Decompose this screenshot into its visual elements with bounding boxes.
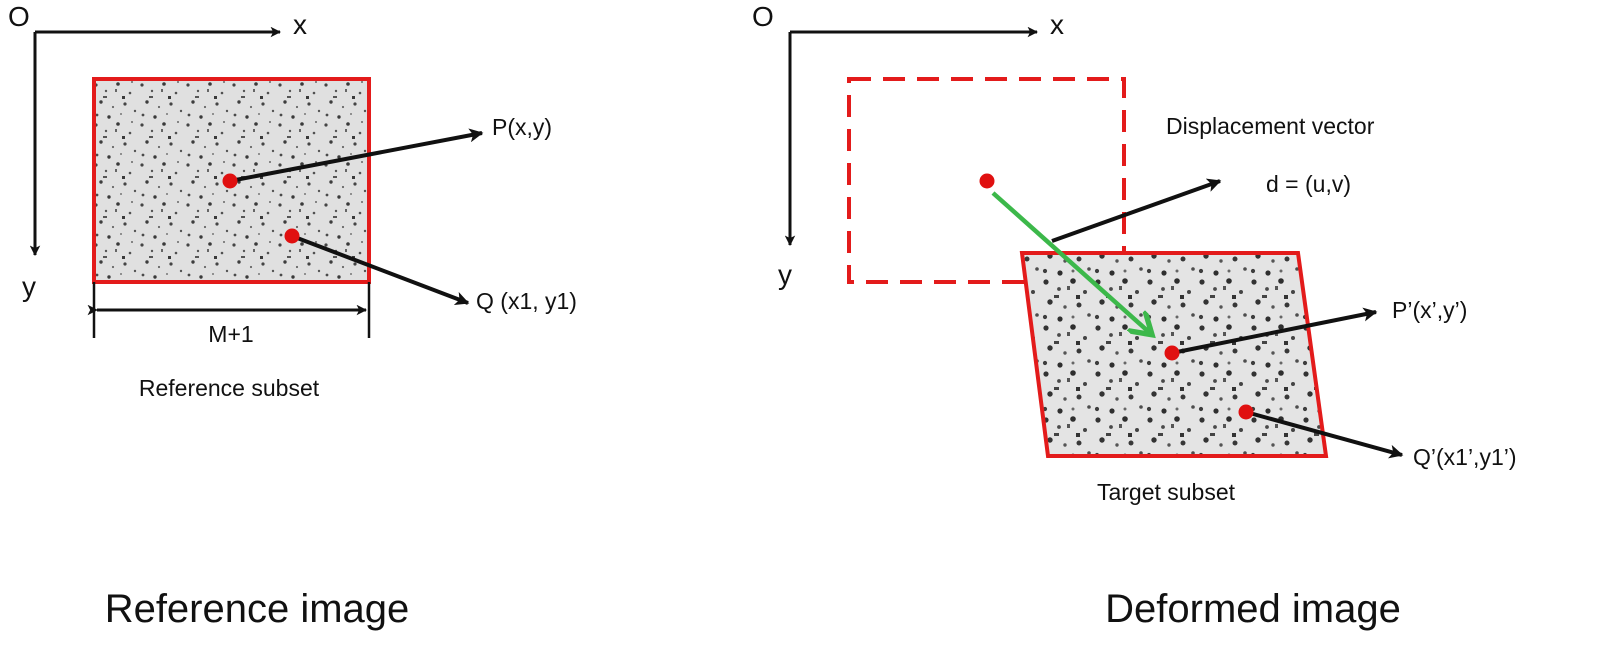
right-origin-label: O (752, 1, 774, 32)
point-q-prime-arrow (1245, 410, 1404, 459)
point-q-prime-label: Q’(x1’,y1’) (1413, 444, 1517, 470)
deformed-image-caption: Deformed image (1105, 587, 1401, 631)
displacement-vector (991, 191, 1150, 333)
left-origin-label: O (8, 1, 30, 32)
point-q-prime (1238, 404, 1254, 420)
reference-image-caption: Reference image (105, 587, 410, 631)
displacement-label-arrow (1051, 178, 1222, 243)
original-point-p (979, 173, 995, 189)
displacement-title: Displacement vector (1166, 113, 1375, 139)
reference-subset-label: Reference subset (139, 375, 320, 401)
left-x-axis-label: x (293, 9, 307, 40)
point-p-prime-label: P’(x’,y’) (1392, 297, 1467, 323)
point-q (284, 228, 300, 244)
right-x-axis-label: x (1050, 9, 1064, 40)
reference-panel: O x y P(x,y) Q (x1, y1) M+1 Reference su… (8, 1, 577, 631)
point-p-prime-arrow (1171, 307, 1378, 355)
deformed-panel: O x y Displacement vector d = (u,v) P’(x… (752, 1, 1517, 631)
point-q-arrow (291, 234, 470, 306)
displacement-formula: d = (u,v) (1266, 171, 1351, 197)
point-p-label: P(x,y) (492, 114, 552, 140)
point-p-prime (1164, 345, 1180, 361)
right-y-axis-label: y (778, 259, 792, 290)
point-q-label: Q (x1, y1) (476, 288, 577, 314)
point-p (222, 173, 238, 189)
width-label: M+1 (208, 321, 253, 347)
original-subset-outline (847, 77, 1126, 284)
target-subset-label: Target subset (1097, 479, 1236, 505)
left-y-axis-label: y (22, 271, 36, 302)
point-p-arrow (229, 128, 484, 183)
